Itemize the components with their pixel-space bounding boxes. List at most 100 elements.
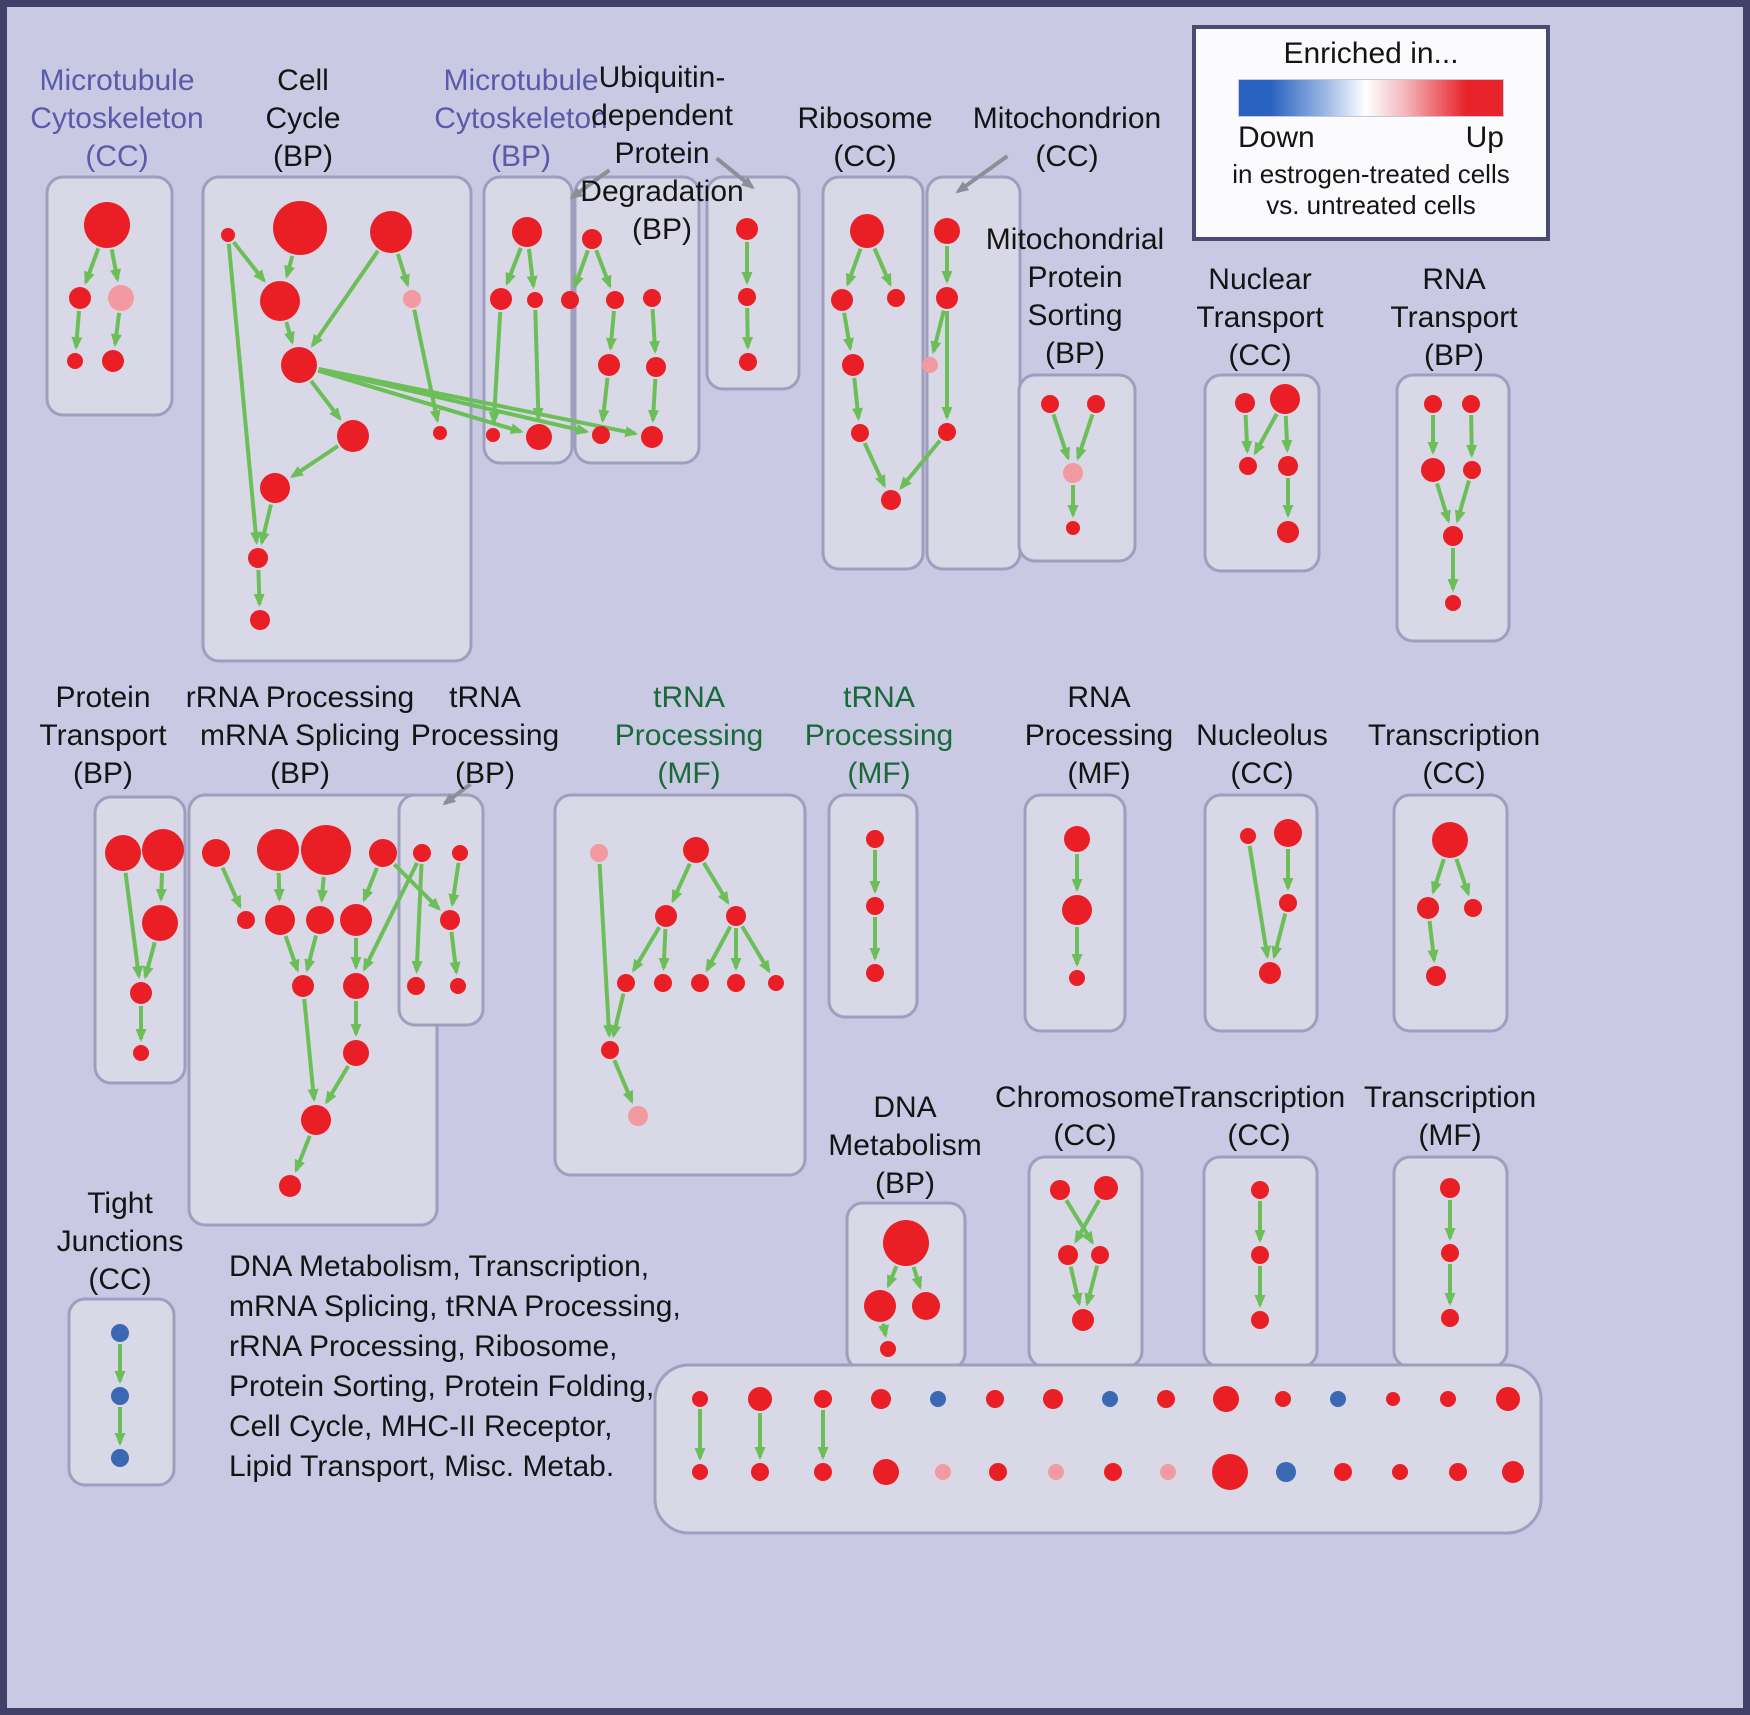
go-node (922, 357, 938, 373)
edge-arrow (302, 998, 319, 1103)
edge-arrow (1253, 412, 1279, 456)
go-node (260, 281, 300, 321)
edge-arrow (1064, 1199, 1094, 1245)
go-node (628, 1106, 648, 1126)
edge-arrow (226, 243, 262, 546)
go-node (880, 1341, 896, 1357)
go-node (1278, 456, 1298, 476)
legend-subtitle: in estrogen-treated cells vs. untreated … (1232, 159, 1510, 220)
go-node (1212, 1454, 1248, 1490)
go-node (934, 218, 960, 244)
go-node (343, 973, 369, 999)
edge-arrow (1466, 414, 1478, 459)
go-node (986, 1390, 1004, 1408)
go-node (691, 974, 709, 992)
edge-arrow (851, 377, 863, 422)
legend-scale-labels: Down Up (1196, 117, 1546, 155)
go-node (930, 1391, 946, 1407)
go-node (646, 357, 666, 377)
go-node (130, 982, 152, 1004)
cluster-box-trna-processing-mf-large (553, 793, 807, 1177)
go-node (1496, 1387, 1520, 1411)
edge-arrow (1271, 913, 1288, 960)
go-node (1279, 894, 1297, 912)
cluster-box-misc-metabolism-group (653, 1363, 1543, 1535)
go-node (881, 490, 901, 510)
go-node (1270, 384, 1300, 414)
edge-arrow (742, 307, 754, 351)
go-node (1334, 1463, 1352, 1481)
edge-arrow (1435, 482, 1451, 524)
go-node (864, 1290, 896, 1322)
go-node (871, 1389, 891, 1409)
go-node (887, 289, 905, 307)
go-node (486, 428, 500, 442)
go-node (301, 825, 351, 875)
go-node (452, 845, 468, 861)
edge-arrow (505, 247, 523, 286)
go-node (257, 829, 299, 871)
go-node (726, 906, 746, 926)
edge-arrow (598, 377, 610, 424)
cluster-box-microtubule-cytoskeleton-bp (482, 175, 574, 465)
go-node (1091, 1246, 1109, 1264)
legend-box: Enriched in... Down Up in estrogen-treat… (1192, 25, 1550, 241)
edge-arrow (1281, 415, 1293, 454)
go-node (301, 1105, 331, 1135)
cluster-box-chromosome-cc (1027, 1155, 1144, 1369)
go-node (1094, 1176, 1118, 1200)
go-node (1043, 1389, 1063, 1409)
edge-arrow (362, 861, 419, 972)
annotation-arrow (715, 156, 755, 190)
go-node (873, 1459, 899, 1485)
go-node (1087, 395, 1105, 413)
go-node (248, 548, 268, 568)
go-node (273, 201, 327, 255)
go-node (831, 289, 853, 311)
edge-arrow (392, 862, 441, 911)
edge-arrow (899, 439, 942, 490)
edge-arrow (258, 504, 273, 546)
go-node (111, 1324, 129, 1342)
go-node (105, 835, 141, 871)
edge-arrow (411, 863, 424, 975)
go-node (1443, 526, 1463, 546)
go-node (814, 1390, 832, 1408)
edge-arrow (740, 925, 771, 974)
go-node (692, 1464, 708, 1480)
edge-arrow (671, 862, 692, 904)
go-node (413, 844, 431, 862)
edge-arrow (362, 867, 379, 903)
go-node (738, 288, 756, 306)
edge-arrow (1241, 414, 1253, 455)
edge-arrow (448, 862, 461, 908)
go-node (590, 844, 608, 862)
edge-arrow (109, 249, 121, 283)
go-node (938, 423, 956, 441)
go-node (1213, 1386, 1239, 1412)
edge-arrow (702, 861, 730, 905)
go-node (617, 974, 635, 992)
go-node (748, 1387, 772, 1411)
go-node (337, 420, 369, 452)
edge-arrow (273, 872, 285, 903)
go-node (1424, 395, 1442, 413)
go-node (935, 1464, 951, 1480)
edge-arrow (631, 926, 662, 973)
go-node (1066, 521, 1080, 535)
edge-arrow (1074, 1199, 1101, 1244)
go-node (692, 1391, 708, 1407)
cluster-box-ubiquitin-dependent-protein-degradation-bp (573, 175, 701, 465)
go-node (1251, 1246, 1269, 1264)
edge-arrow (1084, 1265, 1100, 1307)
go-node (450, 978, 466, 994)
edge-arrow (317, 876, 329, 904)
go-node (1050, 1180, 1070, 1200)
edge-arrow (231, 240, 266, 283)
go-node (67, 353, 83, 369)
go-node (1441, 1244, 1459, 1262)
annotation-arrow (442, 782, 472, 806)
legend-up-label: Up (1465, 121, 1504, 154)
go-node (1440, 1178, 1460, 1198)
go-node (1251, 1311, 1269, 1329)
